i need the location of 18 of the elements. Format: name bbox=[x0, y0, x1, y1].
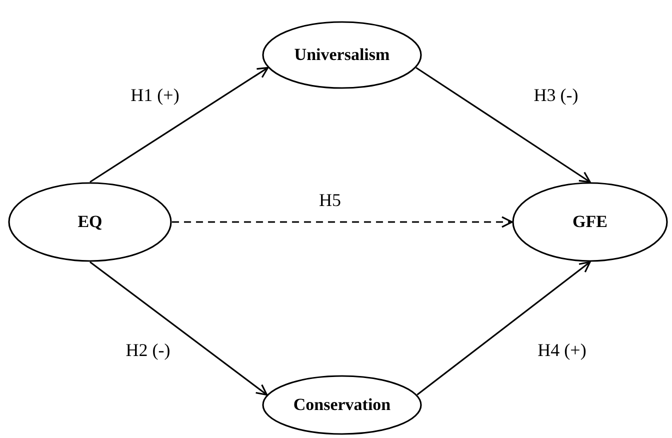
ellipse-node bbox=[262, 375, 422, 435]
node-label: EQ bbox=[78, 211, 102, 234]
arrow bbox=[416, 261, 591, 396]
node-label: Universalism bbox=[294, 44, 390, 66]
edge-label: H1 (+) bbox=[130, 86, 180, 104]
ellipse-node bbox=[262, 21, 422, 89]
edge-label: H3 (-) bbox=[534, 86, 578, 104]
edge-label: H5 bbox=[319, 191, 341, 209]
ellipse-node bbox=[8, 182, 172, 262]
node-label: GFE bbox=[572, 211, 608, 234]
arrow bbox=[416, 67, 591, 183]
arrow bbox=[172, 216, 513, 228]
edge-label: H2 (-) bbox=[126, 341, 170, 359]
node-label: Conservation bbox=[293, 394, 391, 416]
arrow bbox=[90, 261, 268, 396]
ellipse-node bbox=[512, 182, 668, 262]
edge-label: H4 (+) bbox=[538, 341, 586, 359]
arrow bbox=[90, 66, 269, 183]
